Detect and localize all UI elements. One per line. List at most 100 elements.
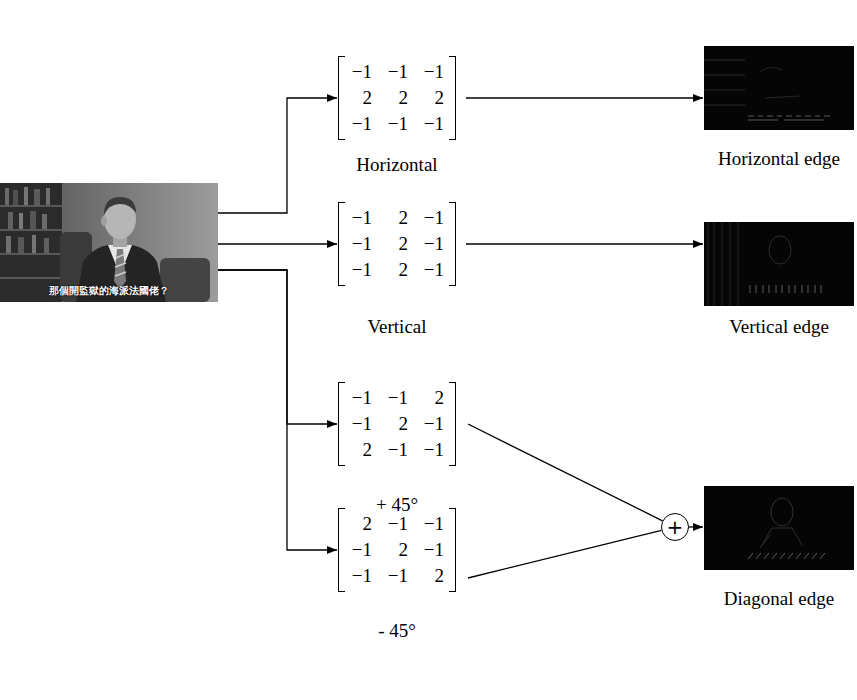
filter-label: Horizontal <box>356 154 437 176</box>
matrix-cell: −1 <box>386 60 408 84</box>
filter-matrix: −1−12−12−12−1−1 + 45° <box>338 382 456 516</box>
matrix-cell: −1 <box>350 258 372 282</box>
matrix-cell: 2 <box>386 412 408 436</box>
book <box>46 188 50 205</box>
matrix-cell: 2 <box>386 86 408 110</box>
output-image: Diagonal edge <box>704 486 854 610</box>
matrix-bracket: −12−1−12−1−12−1 <box>338 202 456 286</box>
arrow-connector <box>218 243 337 244</box>
book <box>30 211 36 229</box>
edge-image-frame <box>704 222 854 306</box>
matrix-cell: −1 <box>422 60 444 84</box>
arrow-connector <box>468 424 663 521</box>
arrow-connector <box>466 243 703 244</box>
arrow-connector <box>689 526 703 527</box>
tie-stripes <box>115 254 126 276</box>
matrix-cell: −1 <box>386 112 408 136</box>
book <box>34 189 40 205</box>
matrix-cell: −1 <box>350 538 372 562</box>
matrix-cell: −1 <box>350 232 372 256</box>
edge-trace <box>760 67 800 98</box>
edge-trace <box>750 285 821 293</box>
edge-trace <box>760 528 802 548</box>
arrow-connector <box>468 530 661 578</box>
book <box>13 190 18 205</box>
shelf <box>0 253 62 255</box>
hair <box>104 197 136 215</box>
matrix-cell: 2 <box>386 538 408 562</box>
photo-ground <box>0 183 218 302</box>
book <box>42 214 47 229</box>
matrix-cell: 2 <box>386 206 408 230</box>
input-photo <box>0 183 218 302</box>
edge-image-frame <box>704 486 854 570</box>
filter-label: - 45° <box>378 620 416 642</box>
book <box>44 238 49 253</box>
output-image: Horizontal edge <box>704 46 854 170</box>
filter-matrix: 2−1−1−12−1−1−12 - 45° <box>338 508 456 642</box>
arrow-connector <box>218 270 337 550</box>
edge-trace <box>771 498 793 526</box>
edge-trace <box>704 60 745 105</box>
sum-circle: + <box>661 513 689 541</box>
matrix-cell: 2 <box>386 232 408 256</box>
matrix-cell: −1 <box>386 564 408 588</box>
edge-image-ground <box>704 486 854 570</box>
edge-trace <box>748 553 825 559</box>
book <box>18 237 24 253</box>
matrix-cell: −1 <box>350 112 372 136</box>
matrix-cell: 2 <box>350 86 372 110</box>
horizontal-edge-image <box>704 46 854 130</box>
filter-label: + 45° <box>376 494 418 516</box>
arrow-connector <box>218 98 337 213</box>
matrix-cell: −1 <box>422 412 444 436</box>
edge-trace <box>708 222 738 306</box>
matrix-cell: −1 <box>386 512 408 536</box>
matrix-cell: 2 <box>422 386 444 410</box>
matrix-bracket: 2−1−1−12−1−1−12 <box>338 508 456 592</box>
matrix-cell: −1 <box>350 386 372 410</box>
input-image: 那個開監獄的海派法國佬？ <box>0 183 218 302</box>
book <box>32 235 36 253</box>
edge-trace <box>769 236 791 264</box>
book <box>8 212 13 229</box>
matrix-cell: −1 <box>386 438 408 462</box>
matrix-cell: 2 <box>422 86 444 110</box>
matrix-bracket: −1−12−12−12−1−1 <box>338 382 456 466</box>
matrix-cell: −1 <box>386 386 408 410</box>
book <box>19 213 23 229</box>
matrix-cell: 2 <box>422 564 444 588</box>
matrix-cell: 2 <box>386 258 408 282</box>
matrix-bracket: −1−1−1222−1−1−1 <box>338 56 456 140</box>
matrix-cell: −1 <box>350 60 372 84</box>
operator-sign: + <box>667 517 684 537</box>
arrow-connector <box>466 97 703 98</box>
shelf <box>0 229 62 231</box>
book <box>5 188 9 205</box>
edge-image-ground <box>704 46 854 130</box>
matrix-cell: −1 <box>422 232 444 256</box>
image-caption: Vertical edge <box>729 316 829 338</box>
arrow-connector <box>218 270 337 424</box>
matrix-cell: −1 <box>350 206 372 230</box>
book <box>24 187 28 205</box>
filter-label: Vertical <box>367 316 426 338</box>
edge-trace <box>748 116 830 120</box>
shelf <box>0 277 62 279</box>
ear <box>101 216 107 226</box>
output-image: Vertical edge <box>704 222 854 338</box>
matrix-cell: −1 <box>350 412 372 436</box>
diagonal-edge-image <box>704 486 854 570</box>
tie <box>114 249 126 290</box>
matrix-cell: −1 <box>422 112 444 136</box>
book <box>6 236 11 253</box>
matrix-cell: −1 <box>422 512 444 536</box>
matrix-cell: −1 <box>422 258 444 282</box>
image-caption: Diagonal edge <box>724 588 834 610</box>
bookshelf <box>0 183 62 302</box>
image-caption: Horizontal edge <box>718 148 840 170</box>
edge-image-ground <box>704 222 854 306</box>
matrix-cell: −1 <box>350 564 372 588</box>
matrix-cell: −1 <box>422 206 444 230</box>
